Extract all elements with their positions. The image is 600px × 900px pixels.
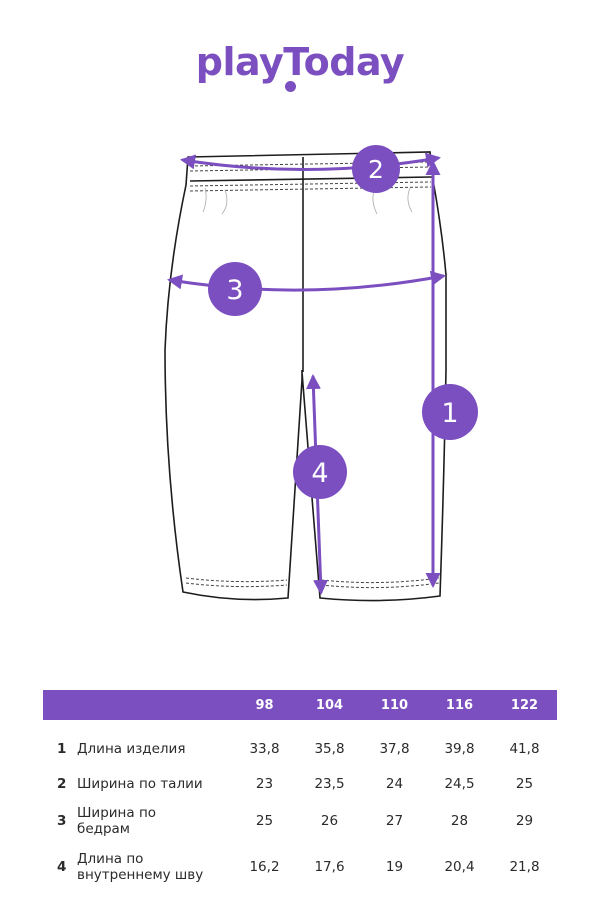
svg-text:4: 4 [311, 458, 328, 489]
row-label: Длина изделия [77, 741, 186, 757]
table-cell: 24 [385, 776, 404, 792]
arrow-hips [167, 270, 446, 292]
table-cell: 35,8 [314, 741, 345, 757]
row-number: 2 [57, 776, 67, 792]
table-cell: 41,8 [509, 741, 540, 757]
table-cell: 27 [385, 813, 404, 829]
row-number: 4 [57, 859, 67, 875]
svg-text:1: 1 [441, 398, 458, 429]
row-label: Ширина по бедрам [77, 805, 157, 837]
row-number: 3 [57, 813, 67, 829]
header-size: 98 [255, 697, 274, 713]
size-table: 98 104 110 116 122 1 Длина изделия 33,8 … [43, 690, 557, 890]
table-cell: 33,8 [249, 741, 280, 757]
table-row: 2 Ширина по талии 23 23,5 24 24,5 25 [43, 770, 557, 798]
row-label: Ширина по талии [77, 776, 203, 792]
header-size: 110 [380, 697, 409, 713]
svg-text:2: 2 [368, 155, 384, 184]
hem-stitches [185, 577, 440, 589]
header-size: 116 [445, 697, 474, 713]
row-label: Длина по внутреннему шву [77, 851, 204, 883]
svg-text:3: 3 [226, 275, 243, 306]
table-header: 98 104 110 116 122 [43, 690, 557, 720]
marker-1: 1 [422, 384, 478, 440]
table-row: 4 Длина по внутреннему шву 16,2 17,6 19 … [43, 844, 557, 890]
brand-logo: playToday [195, 40, 405, 84]
table-cell: 39,8 [444, 741, 475, 757]
table-cell: 20,4 [444, 859, 475, 875]
table-cell: 23 [255, 776, 274, 792]
table-cell: 25 [515, 776, 534, 792]
table-cell: 24,5 [444, 776, 475, 792]
garment-diagram: 2 3 1 4 [164, 145, 478, 602]
table-cell: 25 [255, 813, 274, 829]
row-number: 1 [57, 741, 67, 757]
table-cell: 21,8 [509, 859, 540, 875]
header-size: 104 [315, 697, 344, 713]
table-cell: 28 [450, 813, 469, 829]
shorts-body [164, 151, 447, 602]
table-cell: 37,8 [379, 741, 410, 757]
table-cell: 23,5 [314, 776, 345, 792]
table-cell: 17,6 [314, 859, 345, 875]
marker-2: 2 [352, 145, 400, 193]
marker-4: 4 [293, 445, 347, 499]
table-cell: 29 [515, 813, 534, 829]
table-cell: 19 [385, 859, 404, 875]
marker-3: 3 [208, 262, 262, 316]
table-cell: 26 [320, 813, 339, 829]
header-size: 122 [510, 697, 539, 713]
logo-dot [285, 81, 296, 92]
table-row: 3 Ширина по бедрам 25 26 27 28 29 [43, 798, 557, 844]
table-row: 1 Длина изделия 33,8 35,8 37,8 39,8 41,8 [43, 720, 557, 770]
shorts-outline [164, 151, 447, 602]
arrow-waist [180, 152, 441, 172]
table-cell: 16,2 [249, 859, 280, 875]
